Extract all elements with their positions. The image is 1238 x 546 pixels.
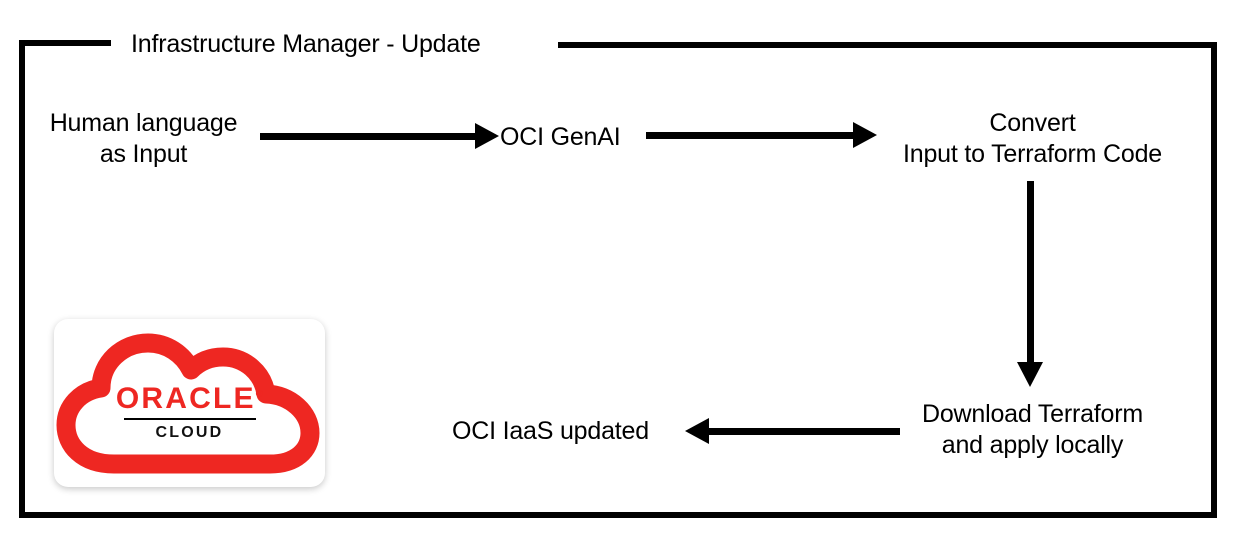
frame-border-right bbox=[1211, 44, 1217, 518]
node-human-input: Human language as Input bbox=[49, 109, 238, 168]
arrow-human-to-genai-line bbox=[260, 133, 480, 140]
arrow-convert-to-download-line bbox=[1027, 181, 1034, 366]
node-oci-iaas-updated: OCI IaaS updated bbox=[452, 417, 649, 445]
arrow-genai-to-convert-line bbox=[646, 132, 858, 139]
cloud-wordmark-label: CLOUD bbox=[155, 424, 224, 441]
oracle-cloud-wordmark: ORACLE® CLOUD bbox=[54, 379, 325, 442]
arrow-download-to-iaas-line bbox=[708, 428, 900, 435]
oracle-wordmark-label: ORACLE bbox=[115, 382, 256, 415]
oracle-wordmark-text: ORACLE® bbox=[116, 379, 263, 415]
node-oci-genai: OCI GenAI bbox=[500, 123, 621, 151]
arrow-genai-to-convert-head bbox=[853, 122, 877, 148]
frame-border-top-right-segment bbox=[558, 42, 1217, 48]
cloud-outline-icon bbox=[56, 333, 320, 474]
arrow-download-to-iaas-head bbox=[685, 418, 709, 444]
oracle-cloud-logo-card: ORACLE® CLOUD bbox=[54, 319, 325, 487]
arrow-convert-to-download-head bbox=[1017, 362, 1043, 387]
frame-border-top-left-segment bbox=[19, 40, 111, 46]
frame-border-left bbox=[19, 40, 25, 518]
node-download-apply: Download Terraform and apply locally bbox=[921, 400, 1144, 459]
arrow-human-to-genai-head bbox=[475, 123, 499, 149]
node-convert-terraform: Convert Input to Terraform Code bbox=[903, 109, 1162, 168]
registered-trademark-icon: ® bbox=[255, 389, 264, 400]
logo-divider bbox=[123, 418, 256, 420]
frame-border-bottom bbox=[19, 512, 1217, 518]
diagram-title: Infrastructure Manager - Update bbox=[131, 30, 481, 58]
